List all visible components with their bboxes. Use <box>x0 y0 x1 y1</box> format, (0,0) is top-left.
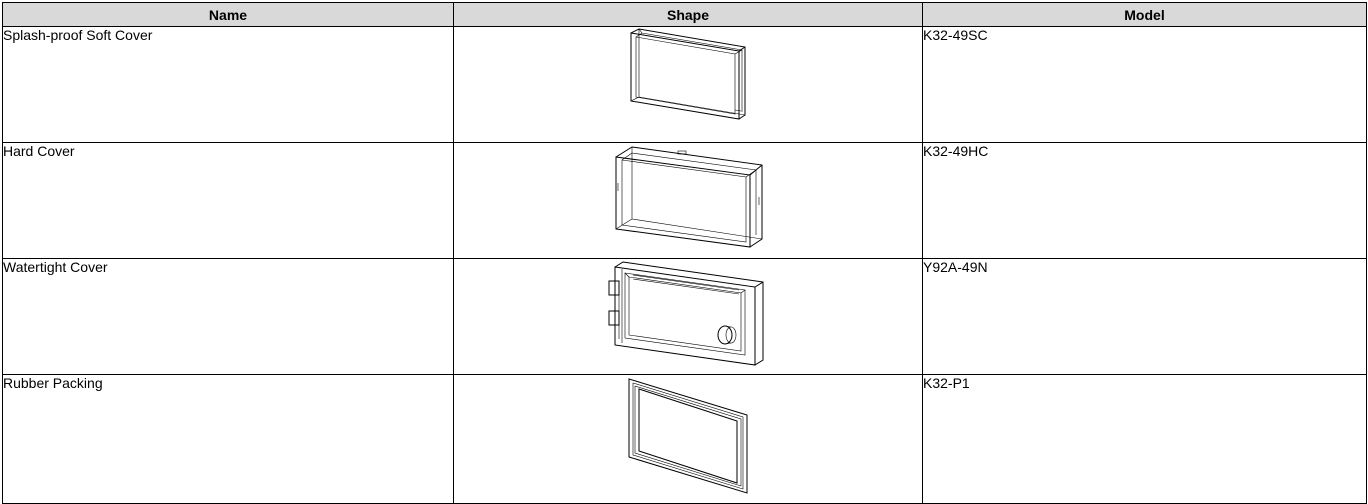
row-name: Splash-proof Soft Cover <box>2 26 454 143</box>
row-model: K32-49HC <box>922 142 1367 259</box>
row-shape <box>453 142 923 259</box>
table-row: Rubber Packing K32-P1 <box>2 374 1367 504</box>
row-name: Rubber Packing <box>2 374 454 504</box>
row-shape <box>453 258 923 375</box>
row-model: K32-49SC <box>922 26 1367 143</box>
row-shape <box>453 374 923 504</box>
header-name: Name <box>2 2 454 27</box>
row-name: Hard Cover <box>2 142 454 259</box>
header-shape: Shape <box>453 2 923 27</box>
table-row: Splash-proof Soft Cover K32-49SC <box>2 26 1367 143</box>
header-model: Model <box>922 2 1367 27</box>
table-row: Watertight Cover <box>2 258 1367 375</box>
table-row: Hard Cover K32-49HC <box>2 142 1367 259</box>
row-shape <box>453 26 923 143</box>
row-name: Watertight Cover <box>2 258 454 375</box>
hard-cover-illustration <box>615 146 763 248</box>
rubber-packing-illustration <box>628 378 748 494</box>
row-model: Y92A-49N <box>922 258 1367 375</box>
header-row: Name Shape Model <box>2 2 1367 27</box>
row-model: K32-P1 <box>922 374 1367 504</box>
watertight-cover-illustration <box>608 261 764 366</box>
soft-cover-illustration <box>630 28 746 120</box>
